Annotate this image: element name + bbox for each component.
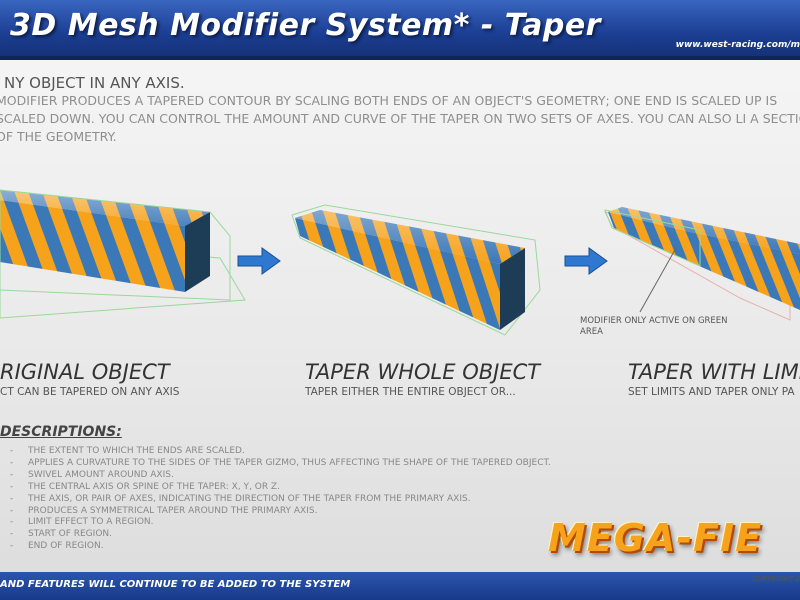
caption-original: RIGINAL OBJECT CT CAN BE TAPERED ON ANY … [0,360,179,398]
list-item: - START OF REGION. [10,529,551,541]
list-item: - LIMIT EFFECT TO A REGION. [10,517,551,529]
mega-fiers-logo: MEGA-FIE [548,516,763,560]
list-item: - THE EXTENT TO WHICH THE ENDS ARE SCALED… [10,446,551,458]
bullet-dash: - [10,493,14,504]
bullet-dash: - [10,457,14,468]
list-item: - END OF REGION. [10,541,551,553]
original-object-illustration [0,189,246,319]
list-item: - SWIVEL AMOUNT AROUND AXIS. [10,470,551,482]
bullet-dash: - [10,529,14,540]
description-text: SWIVEL AMOUNT AROUND AXIS. [28,469,174,480]
caption-taper-limits-subtitle: SET LIMITS AND TAPER ONLY PA [628,386,795,398]
header-bar: 3D Mesh Modifier System* - Taper www.wes… [0,0,800,60]
page-title: 3D Mesh Modifier System* - Taper [10,8,601,43]
caption-taper-whole: TAPER WHOLE OBJECT TAPER EITHER THE ENTI… [305,360,540,398]
description-text: THE EXTENT TO WHICH THE ENDS ARE SCALED. [28,446,245,456]
caption-taper-limits-title: TAPER WITH LIMITS [628,360,800,384]
bullet-dash: - [10,446,14,456]
list-item: - THE AXIS, OR PAIR OF AXES, INDICATING T… [10,494,551,506]
bullet-dash: - [10,517,14,528]
footer-bar: AND FEATURES WILL CONTINUE TO BE ADDED T… [0,572,800,600]
caption-original-subtitle: CT CAN BE TAPERED ON ANY AXIS [0,386,180,398]
description-text: APPLIES A CURVATURE TO THE SIDES OF THE … [28,457,551,468]
bullet-dash: - [10,505,14,516]
annotation-modifier-green-area: MODIFIER ONLY ACTIVE ON GREEN AREA [580,316,728,337]
caption-taper-limits: TAPER WITH LIMITS SET LIMITS AND TAPER O… [628,360,800,398]
caption-taper-whole-title: TAPER WHOLE OBJECT [305,360,541,384]
bullet-dash: - [10,481,14,492]
description-text: START OF REGION. [28,529,112,540]
list-item: - APPLIES A CURVATURE TO THE SIDES OF THE… [10,458,551,470]
descriptions-list: - THE EXTENT TO WHICH THE ENDS ARE SCALED… [10,446,551,553]
copyright-text: COPYRIGHT 2 [752,575,800,583]
description-text: THE AXIS, OR PAIR OF AXES, INDICATING TH… [28,493,471,504]
intro-body: MODIFIER PRODUCES A TAPERED CONTOUR BY S… [0,93,800,144]
intro-heading: NY OBJECT IN ANY AXIS. [4,74,185,92]
caption-original-title: RIGINAL OBJECT [0,360,170,384]
description-text: LIMIT EFFECT TO A REGION. [28,517,154,528]
list-item: - PRODUCES A SYMMETRICAL TAPER AROUND THE… [10,506,551,518]
description-text: PRODUCES A SYMMETRICAL TAPER AROUND THE … [28,505,318,516]
footer-text: AND FEATURES WILL CONTINUE TO BE ADDED T… [0,579,351,590]
website-link[interactable]: www.west-racing.com/m [675,40,800,50]
taper-whole-illustration [291,204,541,336]
caption-taper-whole-subtitle: TAPER EITHER THE ENTIRE OBJECT OR... [305,386,516,398]
list-item: - THE CENTRAL AXIS OR SPINE OF THE TAPER:… [10,482,551,494]
taper-limits-illustration [604,207,800,321]
description-text: END OF REGION. [28,541,104,552]
bullet-dash: - [10,469,14,480]
arrow-right-icon [237,247,281,275]
bullet-dash: - [10,541,14,552]
intro-section: NY OBJECT IN ANY AXIS. MODIFIER PRODUCES… [0,74,800,146]
descriptions-heading: DESCRIPTIONS: [0,424,122,440]
arrow-right-icon [564,247,608,275]
description-text: THE CENTRAL AXIS OR SPINE OF THE TAPER: … [28,481,280,492]
